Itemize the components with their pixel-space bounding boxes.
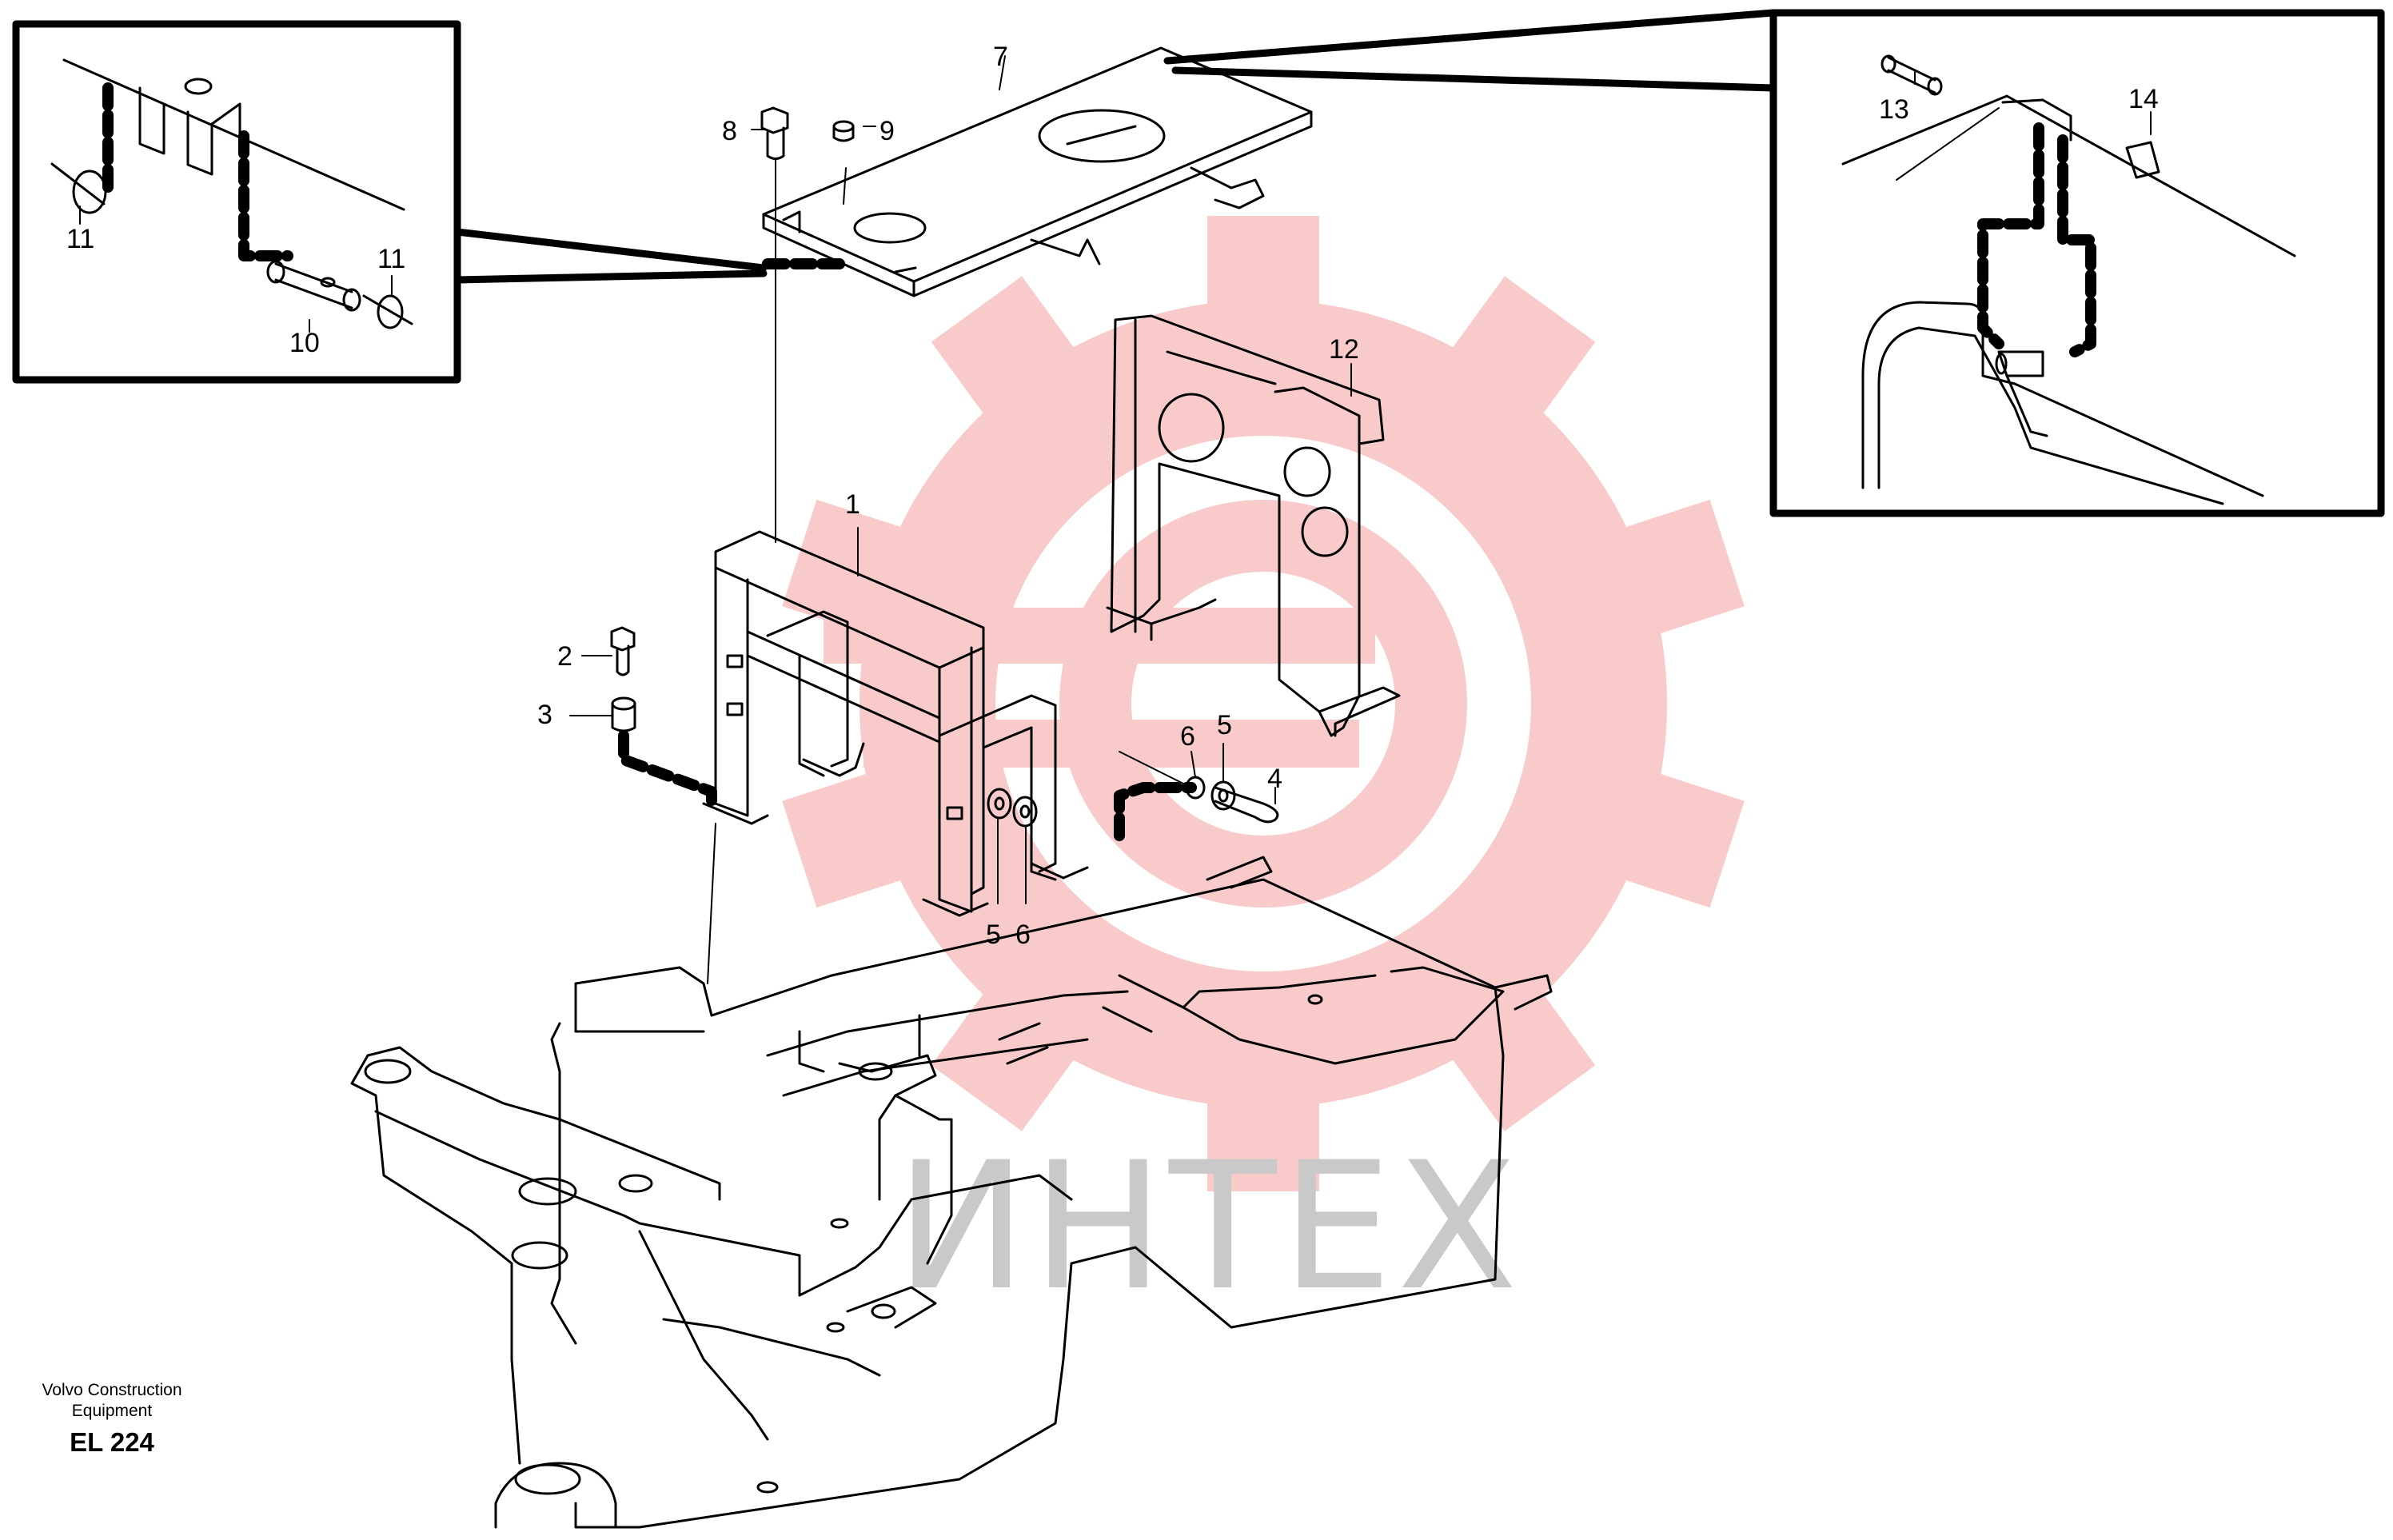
callout-6a: 6 bbox=[1180, 721, 1195, 752]
part-7-top-plate bbox=[762, 46, 1313, 297]
callout-7: 7 bbox=[993, 42, 1008, 72]
callout-11a: 11 bbox=[66, 224, 94, 254]
callout-4: 4 bbox=[1267, 764, 1282, 794]
detail-box-left bbox=[12, 20, 461, 384]
watermark-gear-icon bbox=[782, 216, 1745, 1191]
watermark-text: ИНТЕХ bbox=[895, 1124, 1522, 1329]
detail-leader-right bbox=[1163, 9, 1777, 92]
callout-6b: 6 bbox=[1015, 920, 1031, 950]
callout-5b: 5 bbox=[986, 920, 1001, 950]
detail-box-right bbox=[1769, 9, 2385, 517]
callout-leaders bbox=[569, 55, 1352, 804]
callout-13: 13 bbox=[1879, 94, 1909, 125]
callout-14: 14 bbox=[2128, 84, 2159, 114]
part-3-spacer bbox=[611, 696, 636, 732]
callout-9: 9 bbox=[879, 116, 895, 146]
part-8-bolt bbox=[760, 106, 789, 160]
brand-name-line1: Volvo Construction bbox=[42, 1381, 182, 1399]
part-12-rear-panel bbox=[1106, 314, 1401, 737]
callout-numbers: 1 2 3 4 5 5 6 6 7 8 9 10 11 11 12 13 14 bbox=[66, 42, 2159, 950]
callout-2: 2 bbox=[557, 641, 572, 672]
callout-3: 3 bbox=[537, 700, 552, 730]
part-5-6-washers-lower bbox=[987, 788, 1038, 904]
callout-1: 1 bbox=[845, 489, 860, 520]
callout-5a: 5 bbox=[1217, 710, 1232, 740]
chassis-frame bbox=[350, 856, 1553, 1529]
drawing-code: EL 224 bbox=[70, 1427, 154, 1457]
part-2-bolt bbox=[610, 626, 636, 676]
part-1-cab-frame bbox=[702, 530, 1089, 917]
brand-name-line2: Equipment bbox=[71, 1402, 153, 1420]
part-9-nut bbox=[832, 120, 855, 142]
callout-12: 12 bbox=[1329, 334, 1359, 365]
detail-leader-left bbox=[453, 228, 768, 284]
callout-11b: 11 bbox=[377, 244, 405, 274]
part-5-6-washers-upper bbox=[1185, 776, 1236, 811]
callout-10: 10 bbox=[289, 328, 320, 358]
part-4-u-pin bbox=[1214, 786, 1279, 824]
callout-8: 8 bbox=[722, 116, 737, 146]
